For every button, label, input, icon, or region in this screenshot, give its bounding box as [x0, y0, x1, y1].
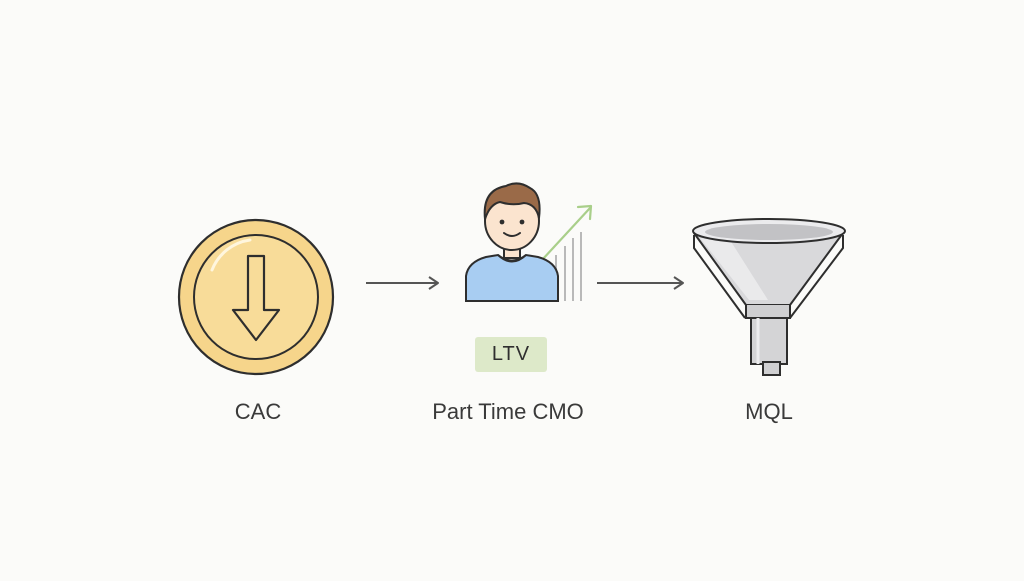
- person-growth-icon: [465, 182, 593, 302]
- mql-label: MQL: [745, 399, 793, 424]
- arrow-connector-1: [366, 276, 439, 290]
- part-time-cmo-label: Part Time CMO: [432, 399, 584, 424]
- ltv-badge: LTV: [475, 337, 547, 372]
- arrow-connector-2: [597, 276, 684, 290]
- cac-label: CAC: [234, 399, 282, 424]
- funnel-icon: [692, 218, 846, 376]
- coin-down-arrow-icon: [177, 218, 335, 376]
